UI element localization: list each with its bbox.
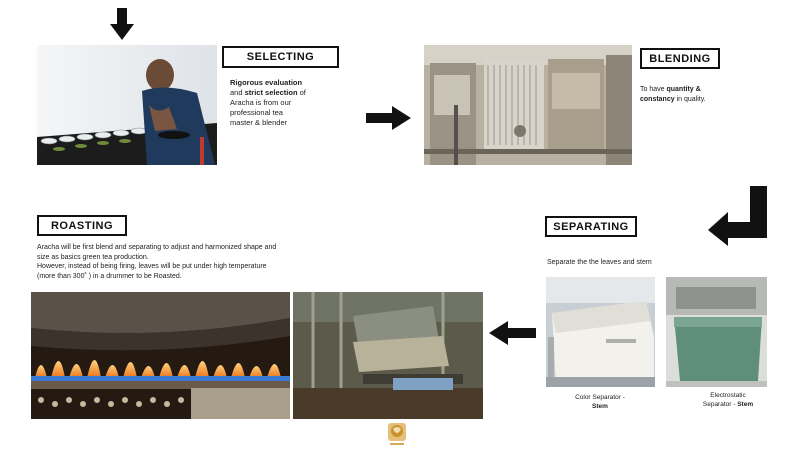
separating-description: Separate the the leaves and stem <box>547 259 652 266</box>
roasting-title: ROASTING <box>37 215 127 236</box>
roasting-desc-line: size as basics green tea production. <box>37 253 149 261</box>
arrow-down-left-icon <box>708 186 767 246</box>
separating-title: SEPARATING <box>545 216 637 237</box>
selecting-description: Rigorous evaluation and strict selection… <box>230 78 340 128</box>
caption-emphasis: Stem <box>737 401 754 408</box>
brand-logo <box>382 421 412 449</box>
blending-desc-line: To have <box>640 86 667 93</box>
blending-desc-emphasis: quantity & <box>666 86 701 93</box>
arrow-left-icon <box>489 321 536 345</box>
roasting-flame-photo <box>31 292 290 419</box>
electrostatic-separator-caption: Electrostatic Separator - Stem <box>688 391 768 409</box>
blending-desc-line: in quality. <box>674 96 706 103</box>
electrostatic-separator-photo <box>666 277 767 387</box>
caption-line: Electrostatic <box>710 392 746 399</box>
color-separator-photo <box>546 277 655 387</box>
roasting-desc-line: (more than 300˚ ) in a drummer to be Roa… <box>37 272 182 280</box>
selecting-desc-line: master & blender <box>230 118 288 127</box>
selecting-desc-line: of <box>297 88 306 97</box>
arrow-right-icon <box>366 106 411 130</box>
caption-line: Separator - <box>702 401 738 408</box>
blending-description: To have quantity & constancy in quality. <box>640 85 760 105</box>
blending-photo <box>424 45 632 165</box>
selecting-desc-line: and <box>230 88 245 97</box>
arrow-down-icon <box>110 8 134 40</box>
caption-line: Color Separator - <box>575 394 625 401</box>
roasting-desc-line: Aracha will be first blend and separatin… <box>37 244 277 251</box>
selecting-title: SELECTING <box>222 46 339 68</box>
caption-emphasis: Stem <box>592 403 608 410</box>
color-separator-caption: Color Separator - Stem <box>560 393 640 411</box>
roasting-desc-line: However, instead of being firing, leaves… <box>37 263 267 270</box>
selecting-desc-line: Aracha is from our <box>230 98 292 107</box>
selecting-desc-emphasis: strict selection <box>244 88 298 97</box>
blending-desc-emphasis: constancy <box>640 96 675 103</box>
blending-title: BLENDING <box>640 48 720 69</box>
roasting-description: Aracha will be first blend and separatin… <box>37 243 337 281</box>
selecting-photo <box>37 45 217 165</box>
selecting-desc-line: professional tea <box>230 108 283 117</box>
roasting-drum-photo <box>293 292 483 419</box>
selecting-desc-line: Rigorous evaluation <box>230 78 303 87</box>
